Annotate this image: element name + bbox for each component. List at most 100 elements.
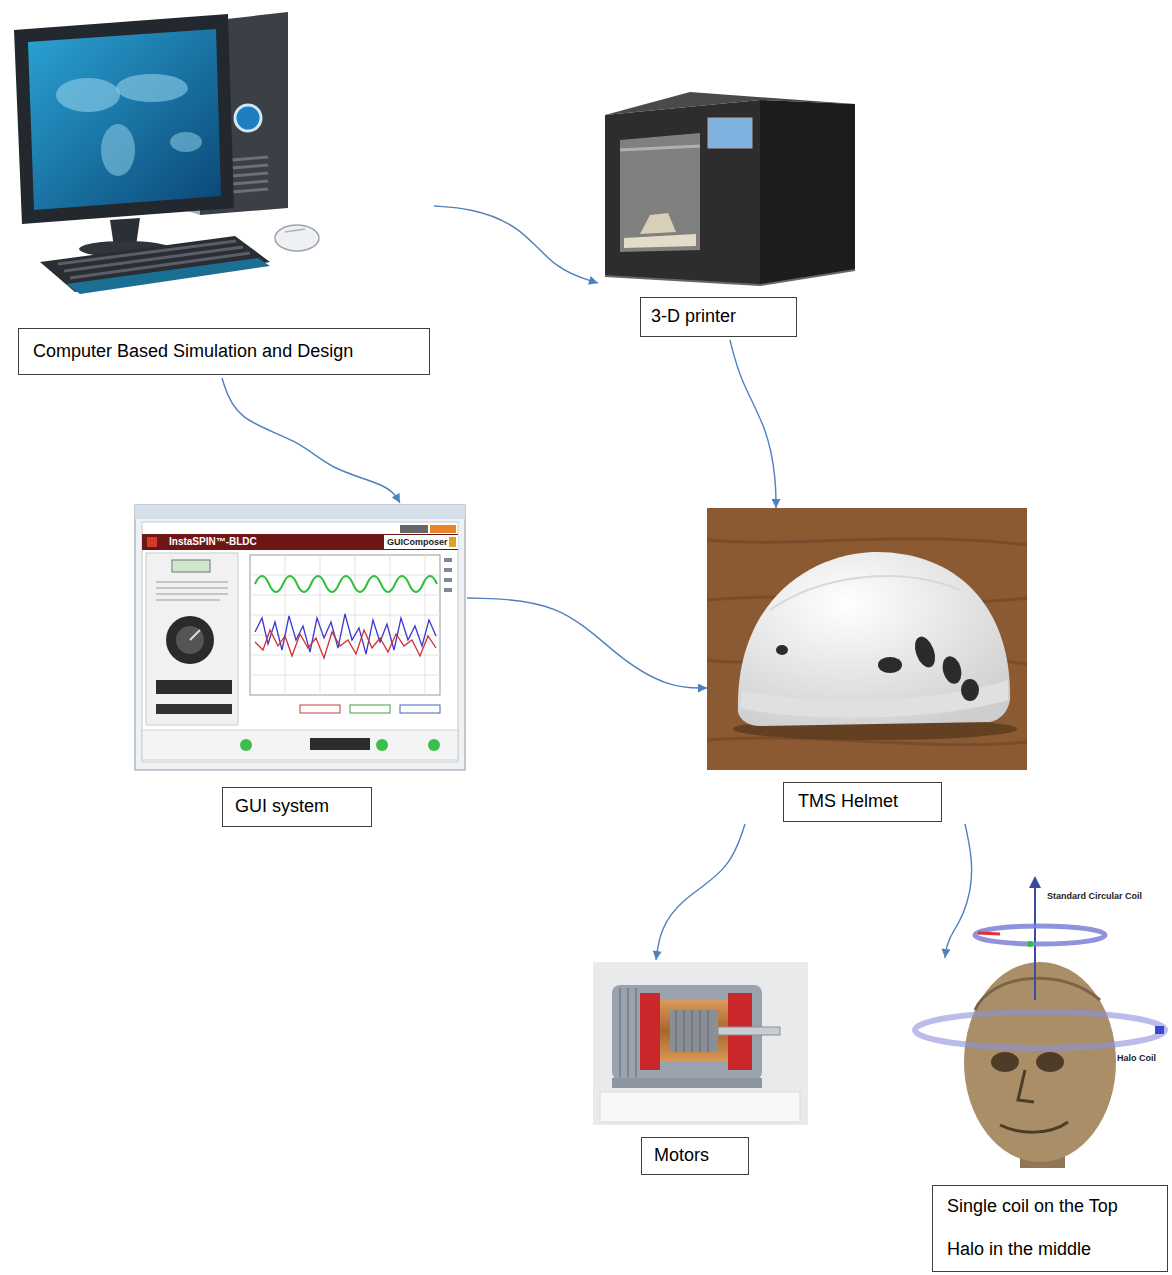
- eye-socket: [991, 1052, 1019, 1072]
- value-box: [300, 705, 340, 713]
- node-label: Halo in the middle: [947, 1239, 1091, 1261]
- coil-point: [1027, 941, 1033, 947]
- rotor: [670, 1010, 718, 1052]
- helmet-vent: [911, 634, 939, 670]
- monitor-bezel: [14, 14, 234, 224]
- map-continent: [101, 124, 135, 176]
- printer-screen: [708, 118, 752, 148]
- status-lamp: [376, 739, 388, 751]
- tower-vents: [232, 157, 268, 192]
- window-title-bar: [135, 505, 465, 519]
- flow-arrow: [467, 598, 707, 688]
- node-label: Motors: [654, 1145, 709, 1167]
- helmet-rim: [740, 680, 1008, 718]
- halo-marker: [1155, 1026, 1164, 1034]
- window-frame: [135, 505, 465, 770]
- dial: [166, 616, 214, 664]
- coil-label: Halo Coil: [1116, 1053, 1157, 1064]
- axis-arrowhead: [1029, 876, 1041, 888]
- helmet-vent: [878, 657, 902, 673]
- helmet-vent: [961, 679, 979, 701]
- flow-arrow: [222, 378, 400, 503]
- illustrated-node: Motors: [591, 960, 810, 1177]
- label-box: Motors: [641, 1137, 749, 1175]
- printer-window: [620, 133, 700, 252]
- printed-model: [640, 213, 676, 234]
- monitor-screen: [28, 29, 221, 210]
- illustrated-node: Single coil on the TopHalo in the middle: [930, 958, 1168, 1272]
- plot-grid: [250, 555, 440, 695]
- label-box: TMS Helmet: [783, 782, 942, 822]
- print-head-rail: [620, 146, 700, 150]
- illustrated-node: GUI system: [133, 503, 467, 829]
- gui-screenshot: [135, 505, 465, 770]
- mouse-button-line: [285, 229, 305, 232]
- wood-background: [707, 508, 1027, 770]
- window-client: [142, 522, 458, 762]
- plot-tools: [444, 560, 452, 590]
- label-box: 3-D printer: [640, 297, 797, 337]
- printed-model: [624, 234, 696, 248]
- red-trace: [255, 630, 436, 658]
- printer-front: [605, 100, 760, 285]
- helmet-seam: [770, 576, 960, 610]
- helmet-shell: [738, 552, 1010, 726]
- illustrated-node: 3-D printer: [598, 82, 862, 340]
- skull-line: [975, 978, 1100, 1010]
- motor-feet: [612, 1078, 762, 1088]
- helmet-photo: [707, 508, 1027, 770]
- node-label: 3-D printer: [651, 306, 736, 328]
- mouse: [275, 225, 319, 251]
- printer-side: [760, 100, 855, 285]
- computer-picture: [14, 12, 319, 294]
- illustrated-node: Computer Based Simulation and Design: [10, 8, 434, 378]
- gui-button: [172, 560, 210, 572]
- head: [964, 962, 1116, 1162]
- screen-text: InstaSPIN™-BLDC: [168, 535, 258, 549]
- logo: [147, 537, 157, 547]
- status-row: [142, 730, 458, 760]
- jaw: [1000, 1122, 1068, 1132]
- pedestal: [600, 1092, 800, 1122]
- blue-trace: [255, 614, 436, 654]
- illustrated-node: TMS Helmet: [707, 508, 1027, 824]
- standard-coil: [975, 926, 1105, 944]
- slider: [156, 704, 232, 714]
- label-box: Computer Based Simulation and Design: [18, 328, 430, 375]
- head-picture: [915, 876, 1165, 1168]
- current-arrow: [978, 933, 1000, 934]
- helmet-vent: [776, 645, 788, 655]
- composer-badge: [384, 535, 458, 549]
- panel-text-lines: [156, 582, 228, 600]
- header-band: [142, 534, 458, 550]
- map-continent: [56, 78, 120, 112]
- eye-socket: [1036, 1052, 1064, 1072]
- power-button: [235, 105, 261, 131]
- map-continent: [170, 132, 202, 152]
- status-lamp: [240, 739, 252, 751]
- value-box: [400, 705, 440, 713]
- wrist-rest: [66, 258, 270, 294]
- readout: [310, 738, 370, 750]
- dial-pointer: [190, 630, 200, 640]
- tab: [430, 525, 456, 533]
- tab: [400, 525, 428, 533]
- value-box: [350, 705, 390, 713]
- halo-coil: [915, 1012, 1165, 1048]
- green-trace: [255, 576, 437, 592]
- helmet-vent: [940, 654, 965, 686]
- screen-text: GUIComposer: [386, 536, 449, 548]
- flow-arrow: [945, 824, 972, 958]
- rotor-laminations: [676, 1010, 708, 1052]
- shaft: [718, 1027, 780, 1035]
- nose: [1018, 1070, 1034, 1102]
- cooling-fins: [620, 988, 636, 1077]
- printer-picture: [605, 92, 855, 285]
- plot-area: [250, 555, 440, 695]
- label-box: GUI system: [222, 787, 372, 827]
- coil-label: Standard Circular Coil: [1046, 891, 1143, 902]
